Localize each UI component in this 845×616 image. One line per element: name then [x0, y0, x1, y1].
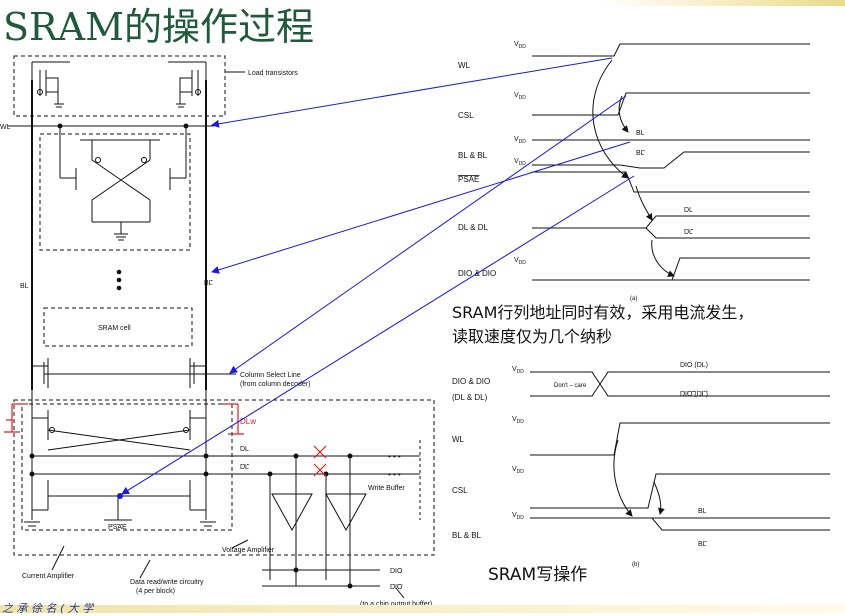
arrow-wl: [211, 57, 613, 128]
current-amp-cross: [31, 390, 207, 520]
cross-mark-2: [313, 463, 327, 477]
wave-wl-write: [530, 422, 830, 456]
load-transistor-right: [168, 61, 207, 108]
svg-text:DIO (DL): DIO (DL): [680, 362, 708, 369]
label-dots-2: • • •: [388, 470, 401, 479]
label-blbar: BL: [204, 280, 213, 287]
label-dots-1: • • •: [388, 452, 401, 461]
wave-blbar-write: [530, 517, 830, 531]
label-chip-output: (to a chip output buffer): [360, 601, 432, 608]
label-write-dio: DIO & DIO: [452, 377, 490, 386]
label-data-rw: Data read/write circuitry: [130, 579, 204, 586]
label-column-select: Column Select Line: [240, 372, 301, 379]
label-psae: PSAE: [108, 524, 127, 531]
timing-write-waveforms: [530, 371, 830, 531]
wave-dl: [532, 215, 810, 229]
svg-text:VDD: VDD: [514, 92, 526, 101]
wave-dio-write: [599, 371, 830, 397]
label-read-dl: DL & DL: [458, 223, 488, 232]
red-annotations: [4, 403, 327, 477]
top-decoration-bar: [600, 0, 845, 6]
svg-text:VDD: VDD: [512, 366, 524, 375]
label-sram-cell: SRAM cell: [98, 325, 131, 332]
circuit-diagram: [8, 55, 435, 599]
svg-text:VDD: VDD: [512, 416, 524, 425]
svg-text:BL: BL: [636, 150, 645, 157]
label-bl: BL: [20, 283, 29, 290]
svg-text:BL: BL: [636, 130, 645, 137]
load-transistor-box: [13, 55, 226, 117]
wave-csl: [532, 92, 810, 116]
wave-bl-low: [532, 151, 810, 169]
svg-text:VDD: VDD: [514, 136, 526, 145]
label-dlw: DLw: [240, 417, 256, 426]
svg-text:DL: DL: [684, 229, 693, 236]
label-write-csl: CSL: [452, 486, 468, 495]
label-dio: DIO: [390, 568, 403, 575]
wave-dlbar: [532, 227, 810, 239]
timing-write-labels: VDD VDD VDD VDD DIO & DIO (DL & DL) Don'…: [452, 362, 708, 568]
arrow-psae: [121, 175, 635, 495]
label-write-wl: WL: [452, 435, 465, 444]
label-current-amplifier: Current Amplifier: [22, 573, 75, 580]
svg-text:DL: DL: [684, 207, 693, 214]
label-column-decoder: (from column decoder): [240, 381, 310, 388]
svg-text:VDD: VDD: [512, 512, 524, 521]
wave-psae: [532, 171, 810, 193]
load-transistor-left: [31, 61, 70, 108]
wave-csl-write: [530, 473, 830, 509]
svg-text:(a): (a): [630, 296, 637, 302]
psae-line: [24, 496, 216, 527]
caption-write: SRAM写操作: [488, 565, 588, 585]
sram-cell-latch: [80, 139, 160, 241]
label-wl: WL: [0, 124, 11, 131]
cross-mark-1: [313, 445, 327, 459]
sram-cell-box: [39, 133, 191, 251]
psae-node: [117, 493, 123, 499]
blue-arrows: [121, 57, 635, 495]
label-read-psae: PSAE: [458, 175, 479, 184]
svg-text:VDD: VDD: [514, 158, 526, 167]
column-select-transistors: [32, 358, 206, 388]
data-rw-box: [13, 399, 435, 556]
svg-text:VDD: VDD: [514, 257, 526, 266]
label-data-rw-sub: (4 per block): [136, 588, 175, 595]
label-write-buffer: Write Buffer: [368, 485, 405, 492]
label-dl: DL: [240, 446, 249, 453]
current-amp-box: [21, 403, 233, 531]
slide-title: SRAM的操作过程: [3, 5, 314, 49]
label-dont-care: Don't – care: [554, 383, 587, 389]
caption-read-line-1: SRAM行列地址同时有效，采用电流发生，: [452, 303, 754, 322]
svg-text:DIO (DL): DIO (DL): [680, 391, 708, 398]
label-read-csl: CSL: [458, 111, 474, 120]
label-read-wl: WL: [458, 61, 471, 70]
voltage-amplifier: [271, 493, 313, 532]
svg-text:VDD: VDD: [512, 466, 524, 475]
timing-read-waveforms: [532, 43, 810, 281]
wave-wl: [532, 43, 810, 57]
svg-text:BL: BL: [698, 541, 707, 548]
sram-cell-block: [43, 307, 193, 347]
label-diobar: DIO: [390, 584, 403, 591]
label-dlbar: DL: [240, 464, 249, 471]
arrow-bl: [211, 141, 631, 274]
svg-text:(b): (b): [632, 562, 639, 568]
write-buffer: [325, 493, 367, 532]
label-write-dl-paren: (DL & DL): [452, 393, 488, 402]
bottom-university-text: 之 承 徐 名 ( 大 学: [2, 602, 94, 615]
arrow-csl: [229, 95, 627, 374]
label-read-bl: BL & BL: [458, 151, 488, 160]
label-write-bl: BL & BL: [452, 531, 482, 540]
label-load-transistors: Load transistors: [248, 70, 298, 77]
svg-text:VDD: VDD: [514, 41, 526, 50]
caption-read-line-2: 读取速度仅为几个纳秒: [452, 327, 613, 346]
svg-text:BL: BL: [698, 508, 707, 515]
label-voltage-amplifier: Voltage Amplifier: [222, 547, 275, 554]
bottom-decoration-bar: [0, 605, 845, 613]
